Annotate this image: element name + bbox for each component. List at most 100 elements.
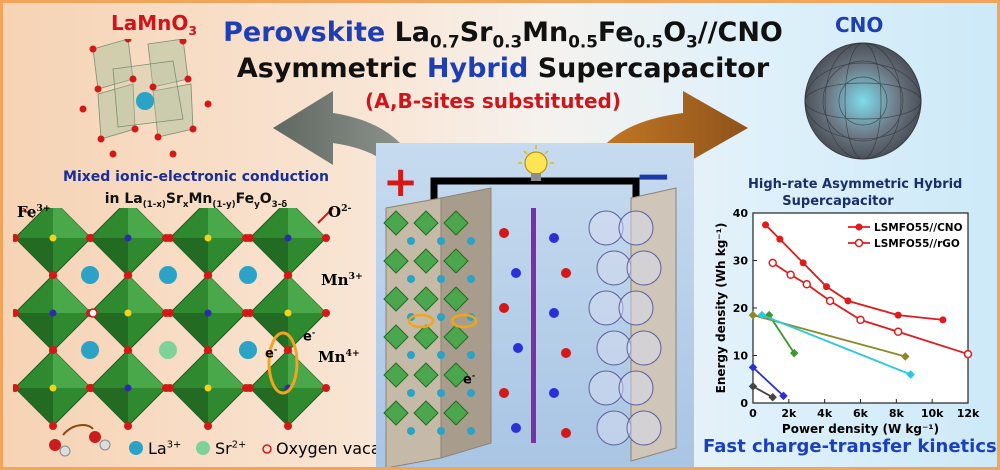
b-site-atom [284, 234, 292, 242]
anode-carbon-onion [596, 250, 632, 286]
cathode-octahedron [443, 362, 469, 388]
oxygen-atom [86, 384, 94, 392]
cno-label: CNO [835, 13, 884, 37]
series-line-5 [752, 366, 785, 397]
anode-carbon-onion [618, 210, 654, 246]
octahedron [86, 271, 170, 355]
anode-carbon-onion [588, 210, 624, 246]
cathode-octahedron [443, 210, 469, 236]
a-site-atom [159, 341, 177, 359]
data-point [768, 258, 777, 268]
oxygen-atom [246, 384, 254, 392]
data-point [779, 391, 788, 401]
cathode-octahedron [383, 362, 409, 388]
cathode-la-atom [407, 351, 415, 359]
la-legend-marker [129, 441, 143, 455]
oxygen-atom [284, 271, 292, 279]
oxygen-atom [86, 234, 94, 242]
oxygen-atom [124, 422, 132, 430]
x-tick-label: 4k [817, 407, 833, 420]
oxygen-atom [49, 422, 57, 430]
cathode-la-atom [467, 351, 475, 359]
legend-label: LSMFO55//rGO [874, 238, 960, 250]
b-site-atom [49, 234, 57, 242]
anode-carbon-onion [596, 330, 632, 366]
a-site-atom [81, 266, 99, 284]
b-site-atom [49, 384, 57, 392]
title-line-2: Asymmetric Hybrid Supercapacitor [236, 53, 770, 84]
oxygen-atom [322, 384, 330, 392]
cathode-octahedron [413, 324, 439, 350]
oxygen-atom [246, 309, 254, 317]
oxygen-atom [246, 234, 254, 242]
octahedron [246, 271, 330, 355]
data-point [789, 348, 799, 358]
x-tick-label: 2k [781, 407, 797, 420]
cathode-la-atom [467, 389, 475, 397]
cathode-la-atom [437, 427, 445, 435]
series-line-4 [761, 314, 912, 376]
title-line-3: (A,B-sites substituted) [364, 89, 622, 113]
data-point [757, 310, 767, 320]
oxygen-atom [49, 346, 57, 354]
device-particles [383, 210, 662, 446]
data-point [856, 315, 865, 325]
data-point [906, 370, 915, 379]
cathode-la-atom [467, 427, 475, 435]
b-site-atom [204, 309, 212, 317]
lamno3-crystal [79, 39, 212, 158]
anode-carbon-onion [626, 250, 662, 286]
device-electron-label: e- [463, 371, 476, 388]
a-site-atom [239, 341, 257, 359]
anode-carbon-onion [596, 410, 632, 446]
oxygen-vacancy [88, 308, 98, 318]
cno-onion [804, 42, 922, 160]
sr-legend-marker [196, 441, 210, 455]
fe-arrow [21, 208, 34, 219]
mixed-conduction-line-2: in La(1-x)SrxMn(1-y)FeyO3-δ [104, 191, 288, 210]
octahedron [13, 271, 95, 355]
series-line-6 [752, 385, 774, 399]
cathode-la-atom [467, 237, 475, 245]
octahedron [86, 346, 170, 430]
o2-label: O2- [328, 203, 352, 221]
b-site-atom [204, 384, 212, 392]
data-point [776, 235, 784, 243]
electrolyte-ion [549, 233, 559, 243]
electron-label-right: e- [303, 328, 316, 345]
x-tick-label: 6k [853, 407, 869, 420]
cathode-octahedron [413, 286, 439, 312]
y-tick-label: 30 [733, 255, 749, 268]
x-axis-label: Power density (W kg⁻¹) [782, 422, 939, 436]
chart-title-line-2: Supercapacitor [782, 194, 894, 209]
title-formula: La0.7Sr0.3Mn0.5Fe0.5O3//CNO [394, 17, 783, 52]
cathode-la-atom [407, 389, 415, 397]
vacancy-legend-label: Oxygen vacancy [276, 439, 410, 458]
electron-hopping-loop [267, 331, 299, 395]
perovskite-lattice [13, 208, 334, 430]
cathode-octahedron [443, 400, 469, 426]
data-point [963, 349, 973, 359]
lamno3-label: LaMnO3 [111, 11, 198, 38]
a-site-atom [159, 266, 177, 284]
y-tick-label: 0 [740, 397, 748, 410]
b-site-atom [124, 384, 132, 392]
data-point [762, 221, 770, 229]
oxygen-atom [49, 271, 57, 279]
a-site-atom [239, 266, 257, 284]
cathode-la-atom [437, 351, 445, 359]
electron-label-left: e- [265, 345, 278, 362]
anode-carbon-onion [626, 330, 662, 366]
x-tick-label: 0 [749, 407, 757, 420]
octahedron [166, 208, 250, 280]
cathode-la-atom [407, 275, 415, 283]
data-point [799, 259, 807, 267]
anode-carbon-onion [618, 290, 654, 326]
mixed-conduction-line-1: Mixed ionic-electronic conduction [63, 169, 329, 185]
legend-marker [854, 238, 864, 248]
device-electron-loop [450, 313, 478, 329]
mn4-label: Mn4+ [318, 348, 360, 366]
data-point [768, 393, 777, 402]
